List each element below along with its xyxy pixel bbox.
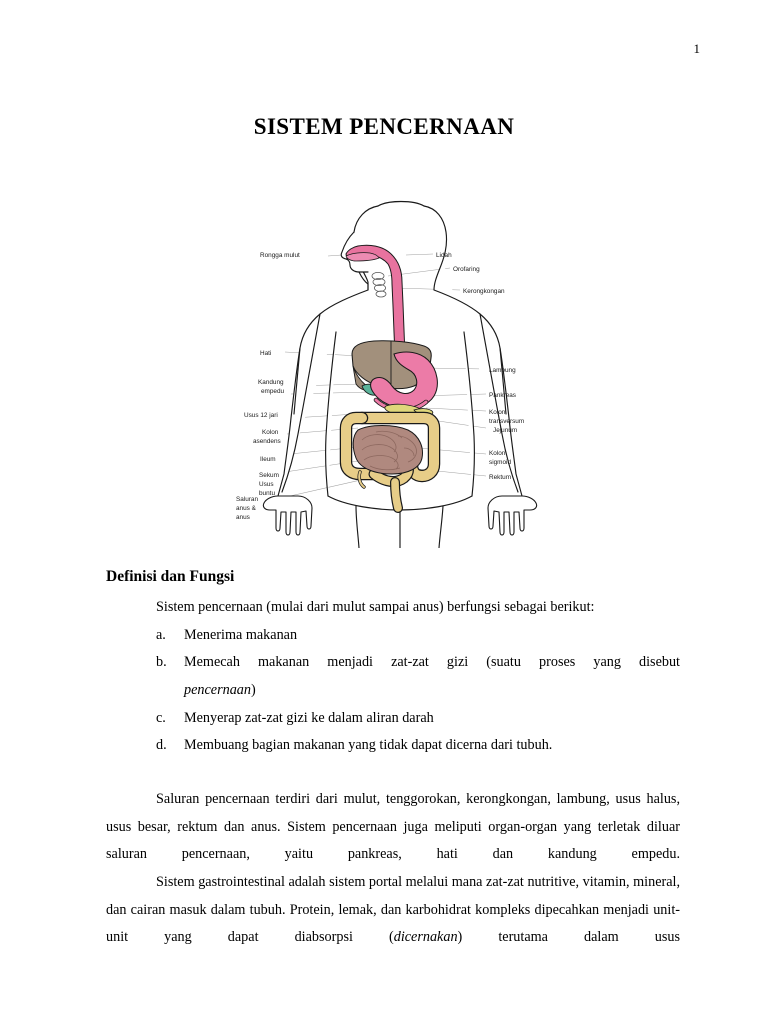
label-kandung-empedu-line2: empedu bbox=[261, 388, 285, 395]
list-item-text: Memecah makanan menjadi zat-zat gizi (su… bbox=[184, 649, 680, 704]
label-usus-12-jari: Usus 12 jari bbox=[244, 412, 278, 419]
label-kolon-asendens-line1: Kolon bbox=[262, 429, 279, 436]
list-item-text: Membuang bagian makanan yang tidak dapat… bbox=[184, 737, 553, 754]
label-ileum: Ileum bbox=[260, 456, 276, 463]
function-list: a. Menerima makanan b. Memecah makanan m… bbox=[106, 622, 680, 760]
paragraph-part1: Sistem gastrointestinal adalah sistem po… bbox=[106, 874, 680, 946]
label-lidah: Lidah bbox=[436, 252, 452, 259]
paragraph-saluran: Saluran pencernaan terdiri dari mulut, t… bbox=[106, 791, 680, 863]
label-jejunum: Jejunum bbox=[493, 427, 517, 434]
paragraph-part2: ) terutama dalam usus bbox=[457, 929, 681, 946]
small-intestine-organ bbox=[352, 425, 423, 475]
paragraph-italic: dicernakan bbox=[393, 929, 458, 946]
label-kolon-asendens-line2: asendens bbox=[253, 438, 281, 445]
document-body: Definisi dan Fungsi Sistem pencernaan (m… bbox=[106, 568, 680, 952]
list-marker: a. bbox=[156, 626, 166, 643]
list-marker: c. bbox=[156, 709, 166, 726]
label-kandung-empedu-line1: Kandung bbox=[258, 379, 284, 386]
paragraph-gastrointestinal: Sistem gastrointestinal adalah sistem po… bbox=[106, 869, 680, 952]
label-pankreas: Pankreas bbox=[489, 392, 516, 399]
label-sekum-line2: Usus bbox=[259, 481, 274, 488]
label-rektum: Rektum bbox=[489, 474, 511, 481]
label-kolon-transversum-line1: Kolon bbox=[489, 409, 506, 416]
colon-transverse-descending bbox=[357, 413, 439, 481]
rectum-organ bbox=[391, 478, 402, 512]
label-sekum-line3: buntu bbox=[259, 490, 275, 497]
small-intestine-coils bbox=[361, 430, 417, 471]
list-item: d. Membuang bagian makanan yang tidak da… bbox=[106, 732, 680, 760]
list-item-text: Menerima makanan bbox=[184, 626, 298, 643]
list-item-line1: Memecah makanan menjadi zat-zat gizi (su… bbox=[184, 654, 680, 671]
stomach-organ bbox=[370, 351, 438, 409]
digestive-system-svg: Rongga mulut Hati Kandung empedu Usus 12… bbox=[236, 200, 538, 548]
hands bbox=[262, 495, 538, 536]
list-item: b. Memecah makanan menjadi zat-zat gizi … bbox=[106, 649, 680, 704]
body-outline bbox=[277, 200, 523, 548]
label-lambung: Lambung bbox=[489, 367, 516, 374]
digestive-system-figure: Rongga mulut Hati Kandung empedu Usus 12… bbox=[228, 196, 628, 548]
list-marker: d. bbox=[156, 737, 167, 754]
list-item-text: Menyerap zat-zat gizi ke dalam aliran da… bbox=[184, 709, 434, 726]
page-number: 1 bbox=[693, 41, 701, 56]
page-title: SISTEM PENCERNAAN bbox=[253, 114, 515, 139]
intro-line: Sistem pencernaan (mulai dari mulut samp… bbox=[156, 599, 595, 615]
colon-ascending bbox=[341, 413, 379, 479]
list-item-after: ) bbox=[250, 681, 256, 698]
list-marker: b. bbox=[156, 654, 167, 671]
label-kolon-transversum-line2: transversum bbox=[489, 418, 524, 425]
section-heading: Definisi dan Fungsi bbox=[106, 568, 235, 585]
list-item: a. Menerima makanan bbox=[106, 622, 680, 650]
list-item: c. Menyerap zat-zat gizi ke dalam aliran… bbox=[106, 705, 680, 733]
label-saluran-anus-line1: Saluran bbox=[236, 496, 258, 503]
label-orofaring: Orofaring bbox=[453, 266, 480, 273]
label-kolon-sigmoid-line1: Kolon bbox=[489, 450, 506, 457]
label-sekum-line1: Sekum bbox=[259, 472, 279, 479]
label-kerongkongan: Kerongkongan bbox=[463, 288, 505, 295]
trachea-rings bbox=[371, 272, 387, 298]
label-kolon-sigmoid-line2: sigmoid bbox=[489, 459, 511, 466]
list-item-italic: pencernaan bbox=[184, 681, 251, 698]
appendix-organ bbox=[358, 471, 365, 488]
label-rongga-mulut: Rongga mulut bbox=[260, 252, 300, 259]
label-saluran-anus-line2: anus & bbox=[236, 505, 257, 512]
label-saluran-anus-line3: anus bbox=[236, 514, 250, 521]
label-hati: Hati bbox=[260, 350, 271, 357]
